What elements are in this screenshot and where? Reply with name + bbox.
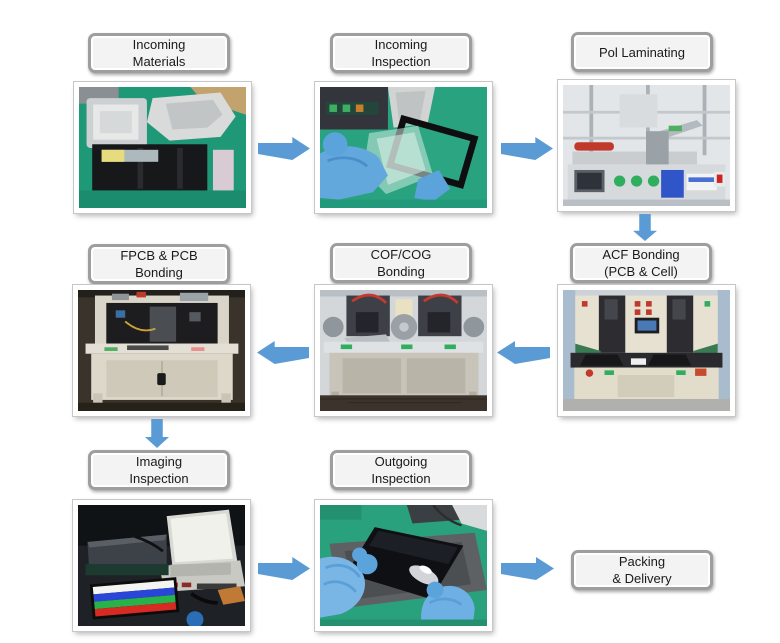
step-label-line: Bonding	[377, 264, 425, 279]
step-box-pol-laminating: Pol Laminating	[571, 32, 713, 72]
outgoing-inspection-photo	[314, 499, 493, 632]
step-label-line: & Delivery	[612, 571, 672, 586]
arrow-cof-cog-bonding-to-fpcb-pcb-bonding	[257, 341, 309, 364]
step-box-incoming-inspection: Incoming Inspection	[330, 33, 472, 73]
step-label-line: Packing	[618, 554, 666, 569]
step-box-imaging-inspection: Imaging Inspection	[88, 450, 230, 490]
step-label-line: Inspection	[129, 471, 189, 486]
cof-cog-bonding-machine-photo	[314, 284, 493, 417]
step-label-line: Incoming	[374, 37, 428, 52]
step-box-acf-bonding: ACF Bonding (PCB & Cell)	[570, 243, 712, 283]
step-box-outgoing-inspection: Outgoing Inspection	[330, 450, 472, 490]
step-label-line: FPCB & PCB	[120, 248, 198, 263]
step-label-line: Inspection	[371, 54, 431, 69]
step-label-line: Incoming	[132, 37, 186, 52]
arrow-fpcb-pcb-bonding-to-imaging-inspection	[145, 419, 169, 448]
imaging-inspection-photo	[72, 499, 251, 632]
arrow-incoming-materials-to-incoming-inspection	[258, 137, 310, 160]
fpcb-pcb-bonding-machine-photo	[72, 284, 251, 417]
arrow-imaging-inspection-to-outgoing-inspection	[258, 557, 310, 580]
arrow-outgoing-inspection-to-packing-delivery	[501, 557, 554, 580]
step-label-line: (PCB & Cell)	[604, 264, 678, 279]
incoming-materials-photo	[73, 81, 252, 214]
step-label-line: Outgoing	[374, 454, 428, 469]
step-label-line: Inspection	[371, 471, 431, 486]
step-box-fpcb-pcb-bonding: FPCB & PCB Bonding	[88, 244, 230, 284]
arrow-pol-laminating-to-acf-bonding	[633, 214, 657, 241]
step-label-line: Imaging	[135, 454, 183, 469]
pol-laminating-machine-photo	[557, 79, 736, 212]
step-label-line: Materials	[132, 54, 186, 69]
arrow-incoming-inspection-to-pol-laminating	[501, 137, 553, 160]
step-box-cof-cog-bonding: COF/COG Bonding	[330, 243, 472, 283]
step-label-line: Bonding	[135, 265, 183, 280]
incoming-inspection-photo	[314, 81, 493, 214]
step-box-incoming-materials: Incoming Materials	[88, 33, 230, 73]
step-label-line: Pol Laminating	[599, 44, 685, 60]
step-label-line: ACF Bonding	[602, 247, 680, 262]
step-label-line: COF/COG	[370, 247, 432, 262]
acf-bonding-machine-photo	[557, 284, 736, 417]
arrow-acf-bonding-to-cof-cog-bonding	[497, 341, 550, 364]
step-box-packing-delivery: Packing & Delivery	[571, 550, 713, 590]
